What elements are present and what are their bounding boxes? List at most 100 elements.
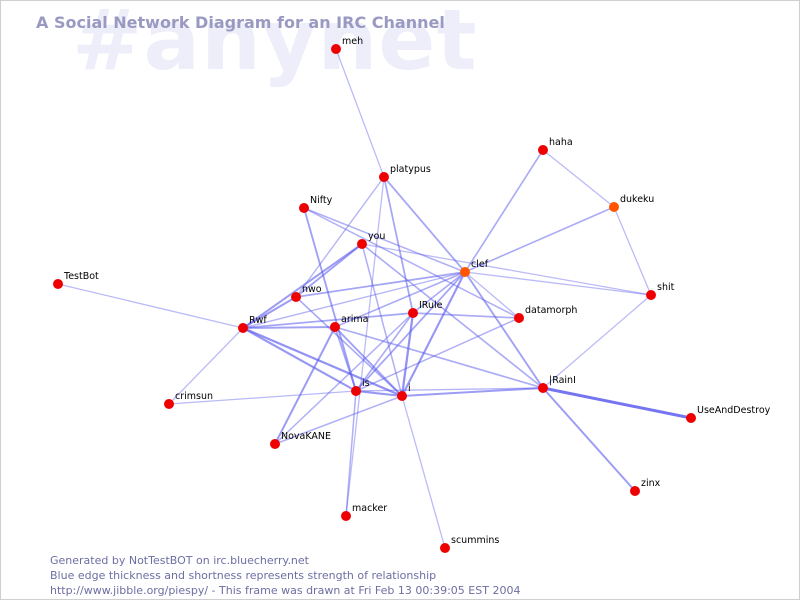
node-label-crimsun: crimsun (175, 391, 213, 402)
node-label-datamorph: datamorph (525, 305, 577, 316)
edge-arima-is (334, 326, 357, 392)
edge-IRainI-zinx (542, 387, 636, 492)
node-NovaKANE: NovaKANE (270, 431, 331, 449)
node-dot-shit (646, 290, 656, 300)
edge-clef-IRule (412, 271, 466, 314)
node-dot-arima (330, 322, 340, 332)
node-dukeku: dukeku (609, 194, 654, 212)
node-layer: mehhahaplatypusdukekuNiftyyouclefTestBot… (53, 36, 771, 553)
node-label-NovaKANE: NovaKANE (281, 431, 331, 442)
edge-Rwf-arima (242, 326, 336, 329)
node-label-dukeku: dukeku (620, 194, 654, 205)
edge-datamorph-is (355, 317, 520, 392)
node-label-IRainI: |RainI (549, 375, 576, 386)
node-Rwf: Rwf (238, 315, 267, 333)
edge-arima-i (334, 326, 403, 397)
edge-Rwf-crimsun (168, 327, 244, 405)
node-label-Nifty: Nifty (310, 195, 333, 206)
node-Nifty: Nifty (299, 195, 333, 213)
edge-IRainI-UseAndDestroy (542, 386, 692, 420)
channel-watermark: #anynet (72, 0, 478, 89)
node-macker: macker (341, 503, 387, 521)
edge-Nifty-is (303, 207, 357, 392)
edge-dukeku-clef (464, 206, 615, 273)
edge-meh-platypus (335, 48, 385, 178)
node-label-clef: clef (471, 259, 489, 270)
edge-is-crimsun (168, 390, 357, 405)
edge-i-is (355, 389, 403, 398)
node-label-you: you (368, 231, 385, 242)
node-dot-crimsun (164, 399, 174, 409)
node-label-Rwf: Rwf (249, 315, 267, 326)
node-dot-clef (460, 267, 470, 277)
node-dot-IRainI (538, 383, 548, 393)
node-dot-scummins (440, 543, 450, 553)
node-dot-IRule (408, 308, 418, 318)
edge-is-IRainI (355, 387, 544, 392)
node-meh: meh (331, 36, 363, 54)
edge-clef-datamorph (464, 271, 520, 319)
node-dot-datamorph (514, 313, 524, 323)
node-i: i (397, 383, 411, 401)
node-label-is: is (362, 378, 370, 389)
edge-Rwf-i (242, 326, 403, 398)
node-crimsun: crimsun (164, 391, 213, 409)
edge-clef-Rwf (242, 271, 466, 329)
edge-clef-nwo (295, 271, 466, 298)
node-datamorph: datamorph (514, 305, 577, 323)
edge-dukeku-shit (613, 206, 652, 296)
diagram-title: A Social Network Diagram for an IRC Chan… (36, 13, 445, 32)
node-label-UseAndDestroy: UseAndDestroy (697, 405, 771, 416)
node-zinx: zinx (630, 478, 661, 496)
node-platypus: platypus (379, 164, 431, 182)
node-label-meh: meh (342, 36, 363, 47)
node-clef: clef (460, 259, 489, 277)
node-dot-dukeku (609, 202, 619, 212)
node-dot-i (397, 391, 407, 401)
node-label-TestBot: TestBot (63, 271, 99, 282)
edge-platypus-nwo (295, 176, 385, 298)
edge-Rwf-IRule (242, 312, 414, 329)
edge-clef-IRainI (464, 271, 544, 389)
node-is: is (351, 378, 370, 396)
footer-url-timestamp: http://www.jibble.org/piespy/ - This fra… (50, 584, 521, 597)
node-label-shit: shit (657, 282, 675, 293)
node-label-i: i (408, 383, 411, 394)
node-label-macker: macker (352, 503, 387, 514)
footer-generated-by: Generated by NotTestBOT on irc.bluecherr… (50, 554, 309, 567)
edge-IRule-NovaKANE (274, 312, 414, 445)
node-you: you (357, 231, 385, 249)
edge-shit-clef (464, 271, 652, 296)
edge-haha-dukeku (542, 149, 615, 208)
node-dot-nwo (291, 292, 301, 302)
edge-platypus-IRule (383, 176, 414, 314)
node-dot-Rwf (238, 323, 248, 333)
node-dot-is (351, 386, 361, 396)
edge-IRule-datamorph (412, 312, 520, 319)
edge-you-Rwf (242, 243, 363, 329)
node-nwo: nwo (291, 284, 322, 302)
node-dot-macker (341, 511, 351, 521)
node-IRule: IRule (408, 300, 443, 318)
edge-i-NovaKANE (274, 395, 403, 445)
node-dot-NovaKANE (270, 439, 280, 449)
node-label-arima: arima (341, 314, 368, 325)
footer-legend-note: Blue edge thickness and shortness repres… (50, 569, 437, 582)
node-dot-UseAndDestroy (686, 413, 696, 423)
node-dot-meh (331, 44, 341, 54)
node-dot-zinx (630, 486, 640, 496)
node-TestBot: TestBot (53, 271, 99, 289)
node-dot-platypus (379, 172, 389, 182)
edge-shit-IRainI (542, 294, 652, 389)
edge-i-IRainI (401, 387, 544, 397)
edge-clef-i (401, 271, 466, 397)
edge-TestBot-Rwf (57, 283, 244, 329)
edge-haha-clef (464, 149, 544, 273)
node-dot-haha (538, 145, 548, 155)
node-shit: shit (646, 282, 675, 300)
node-label-IRule: IRule (419, 300, 443, 311)
node-dot-you (357, 239, 367, 249)
edge-you-IRainI (361, 243, 544, 389)
edge-platypus-clef (383, 176, 466, 273)
edge-IRule-i (400, 312, 415, 397)
